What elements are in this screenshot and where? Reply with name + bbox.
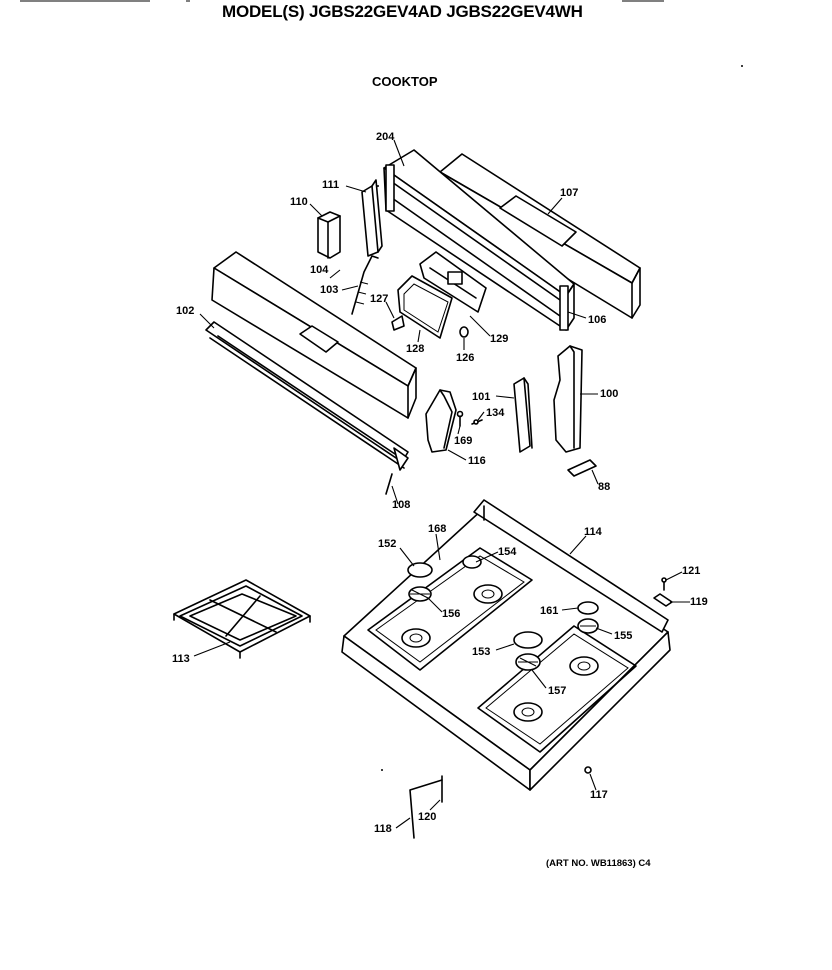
callout-118: 118 [374, 823, 392, 835]
part-88-clip[interactable] [567, 459, 597, 477]
callout-157: 157 [548, 685, 566, 697]
part-154-burner-head[interactable] [462, 555, 482, 569]
callout-134: 134 [486, 407, 505, 419]
part-119-bracket[interactable] [653, 593, 673, 607]
callout-128: 128 [406, 343, 424, 355]
part-161-burner-cap[interactable] [577, 601, 599, 615]
callout-121: 121 [682, 565, 700, 577]
part-103-spring[interactable] [351, 255, 379, 315]
part-110-clock-module[interactable] [317, 211, 341, 259]
part-126-nut[interactable] [459, 326, 469, 338]
diagram-title: MODEL(S) JGBS22GEV4AD JGBS22GEV4WH [222, 2, 583, 21]
part-127-clip[interactable] [391, 315, 405, 331]
callout-114: 114 [584, 526, 603, 538]
callout-168: 168 [428, 523, 446, 535]
callout-labels: 204 107 111 110 104 103 127 102 129 106 … [172, 131, 708, 835]
callout-127: 127 [370, 293, 388, 305]
callout-108: 108 [392, 499, 410, 511]
part-134-screw[interactable] [471, 419, 483, 425]
callout-110: 110 [290, 196, 308, 208]
callout-119: 119 [690, 596, 708, 608]
callout-102: 102 [176, 305, 194, 317]
callout-153: 153 [472, 646, 490, 658]
callout-106: 106 [588, 314, 606, 326]
part-118-rod[interactable] [409, 779, 443, 839]
part-104-control-panel[interactable] [211, 251, 417, 419]
callout-117: 117 [590, 789, 608, 801]
callout-113: 113 [172, 653, 190, 665]
art-number: (ART NO. WB11863) C4 [546, 858, 651, 869]
part-156-burner-head[interactable] [408, 586, 432, 602]
callout-154: 154 [498, 546, 517, 558]
part-111-bracket[interactable] [361, 179, 383, 257]
part-152-burner-cap[interactable] [407, 562, 433, 578]
part-153-burner-cap[interactable] [513, 631, 543, 649]
leader-lines [193, 139, 690, 829]
part-117-fastener[interactable] [584, 766, 592, 774]
part-108-end-cap[interactable] [385, 447, 409, 495]
callout-111: 111 [322, 179, 339, 191]
callout-116: 116 [468, 455, 486, 467]
callout-103: 103 [320, 284, 338, 296]
callout-169: 169 [454, 435, 472, 447]
callout-161: 161 [540, 605, 558, 617]
part-129-electronic-control[interactable] [419, 251, 487, 313]
section-title: COOKTOP [372, 74, 438, 89]
part-121-screw[interactable] [661, 577, 667, 591]
part-101-bracket[interactable] [513, 377, 533, 453]
part-155-burner-head[interactable] [577, 618, 599, 634]
part-107-back-trim[interactable] [437, 153, 641, 319]
part-157-burner-head[interactable] [515, 653, 541, 671]
part-102-trim-strip[interactable] [205, 321, 409, 469]
callout-152: 152 [378, 538, 396, 550]
callout-107: 107 [560, 187, 578, 199]
part-100-end-bracket[interactable] [553, 345, 583, 453]
callout-120: 120 [418, 811, 436, 823]
callout-129: 129 [490, 333, 508, 345]
callout-126: 126 [456, 352, 474, 364]
part-169-screw[interactable] [456, 410, 464, 427]
part-128-glass-panel[interactable] [397, 275, 453, 339]
part-106-backsplash-frame[interactable] [383, 149, 575, 331]
callout-155: 155 [614, 630, 632, 642]
part-116-end-cap[interactable] [425, 389, 457, 453]
callout-101: 101 [472, 391, 490, 403]
reference-marks [377, 65, 743, 771]
callout-156: 156 [442, 608, 460, 620]
part-113-grate[interactable] [173, 579, 311, 659]
callout-100: 100 [600, 388, 618, 400]
callout-88: 88 [598, 481, 610, 493]
callout-204: 204 [376, 131, 395, 143]
callout-104: 104 [310, 264, 329, 276]
